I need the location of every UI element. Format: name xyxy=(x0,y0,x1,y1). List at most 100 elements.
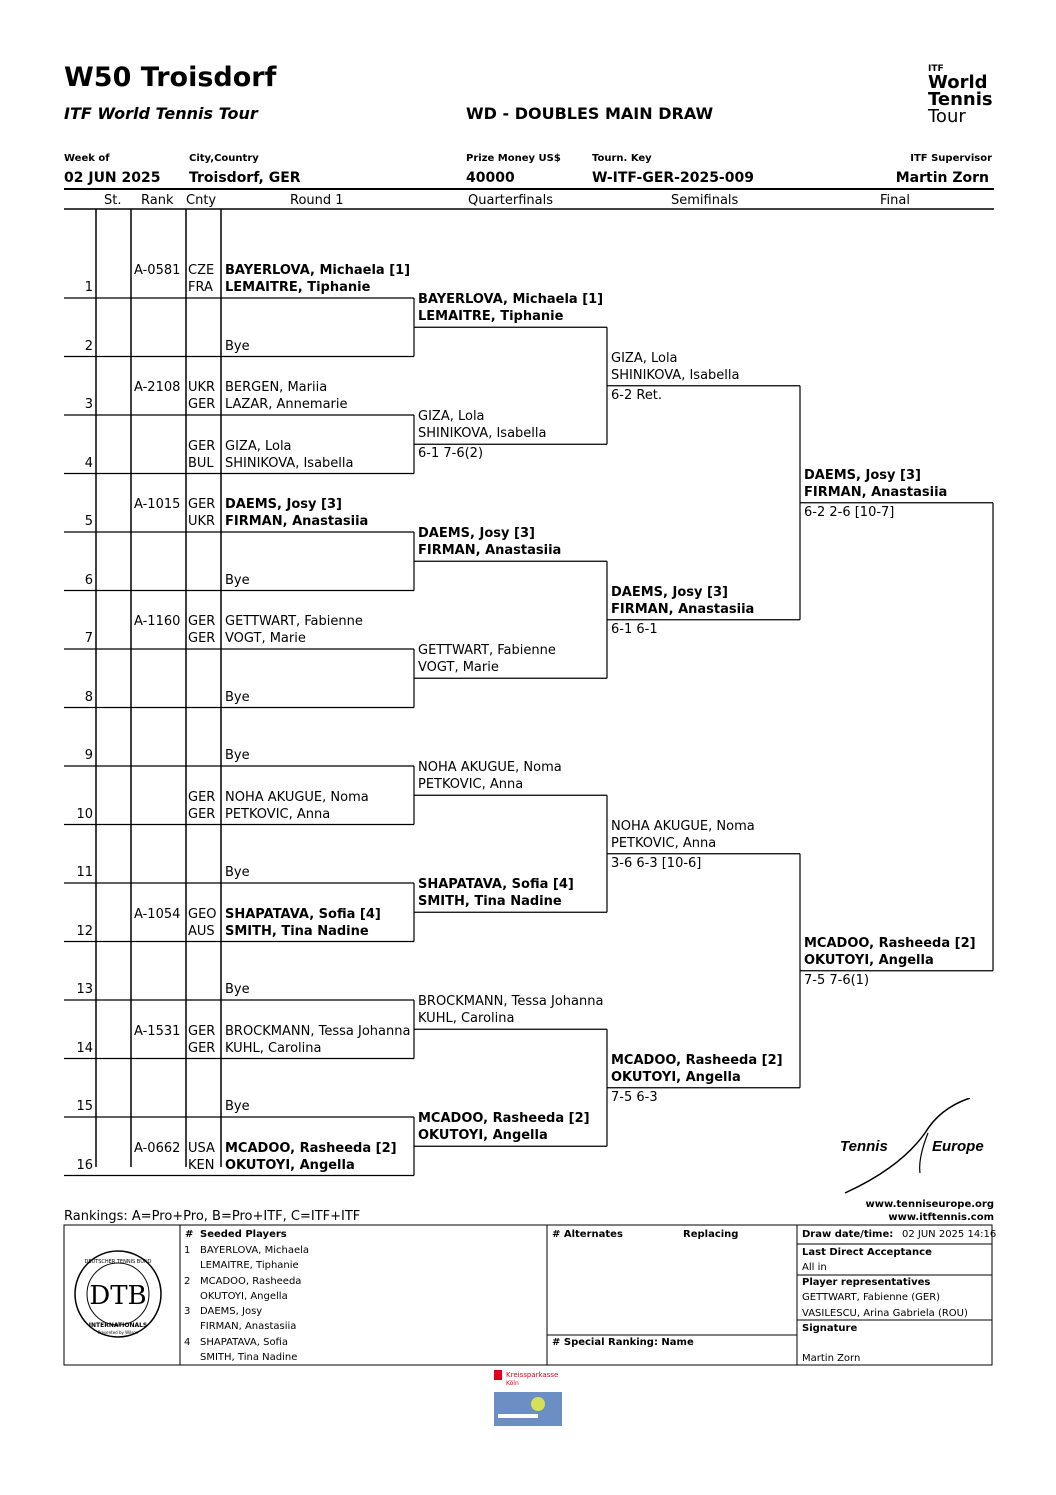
round1-player-2: OKUTOYI, Angella xyxy=(225,1157,355,1173)
round1-slot-number: 7 xyxy=(84,631,93,646)
qf-player-2: LEMAITRE, Tiphanie xyxy=(418,309,564,325)
sponsor-logo: Kreissparkasse Köln xyxy=(494,1370,562,1426)
lda-label: Last Direct Acceptance xyxy=(802,1247,932,1258)
round1-country-1: GER xyxy=(188,789,216,805)
round1-player-2: Bye xyxy=(225,572,250,588)
qf-player-1: BAYERLOVA, Michaela [1] xyxy=(418,292,604,308)
seeded-number: 3 xyxy=(184,1306,191,1317)
round1-slot-number: 14 xyxy=(76,1040,93,1056)
qf-player-1: GETTWART, Fabienne xyxy=(418,643,556,659)
sf-player-1: DAEMS, Josy [3] xyxy=(611,584,728,600)
round1-player-1: BAYERLOVA, Michaela [1] xyxy=(225,263,411,278)
dtb-logo-text: DTB xyxy=(89,1281,146,1311)
final-player-1: DAEMS, Josy [3] xyxy=(804,467,921,483)
tourn-key-value: W-ITF-GER-2025-009 xyxy=(592,170,754,186)
round1-rank: A-1054 xyxy=(134,906,181,922)
tennis-europe-logo-text-1: Tennis xyxy=(840,1138,888,1155)
qf-player-2: VOGT, Marie xyxy=(418,660,499,676)
alternates-hdr: # Alternates xyxy=(552,1229,623,1240)
rep-1: GETTWART, Fabienne (GER) xyxy=(802,1292,941,1303)
round1-slot-number: 6 xyxy=(84,572,93,588)
round1-player-1: BROCKMANN, Tessa Johanna xyxy=(225,1023,411,1039)
col-cnty: Cnty xyxy=(186,193,217,208)
round1-country-2: GER xyxy=(188,1040,216,1056)
round1-country-2: GER xyxy=(188,806,216,822)
dtb-logo-ring-top: DEUTSCHER TENNIS BUND xyxy=(85,1259,152,1265)
draw-name: WD - DOUBLES MAIN DRAW xyxy=(466,104,714,123)
city-label: City,Country xyxy=(189,153,259,164)
replacing-hdr: Replacing xyxy=(683,1229,739,1240)
col-quarterfinals: Quarterfinals xyxy=(468,193,554,208)
round1-slot-number: 11 xyxy=(76,865,93,880)
qf-player-1: BROCKMANN, Tessa Johanna xyxy=(418,994,604,1010)
round1-player-2: Bye xyxy=(225,748,250,763)
round1-rank: A-0581 xyxy=(134,263,181,278)
round1-rank: A-1531 xyxy=(134,1023,181,1039)
sf-score: 7-5 6-3 xyxy=(611,1089,658,1105)
sponsor-logo-text-2: Köln xyxy=(506,1380,519,1387)
seeded-player-2: OKUTOYI, Angella xyxy=(200,1290,288,1302)
sf-player-1: NOHA AKUGUE, Noma xyxy=(611,818,755,834)
seeded-player-1: DAEMS, Josy xyxy=(200,1306,263,1317)
week-value: 02 JUN 2025 xyxy=(64,170,161,186)
tourn-key-label: Tourn. Key xyxy=(592,153,652,164)
col-st: St. xyxy=(104,193,122,208)
round1-country-1: UKR xyxy=(188,380,216,395)
round1-player-2: VOGT, Marie xyxy=(225,631,306,646)
round1-player-2: FIRMAN, Anastasiia xyxy=(225,514,369,529)
rankings-note: Rankings: A=Pro+Pro, B=Pro+ITF, C=ITF+IT… xyxy=(64,1209,361,1224)
round1-player-1: MCADOO, Rasheeda [2] xyxy=(225,1140,397,1156)
round1-country-1: USA xyxy=(188,1140,215,1156)
round1-player-2: KUHL, Carolina xyxy=(225,1040,322,1056)
special-ranking-hdr: # Special Ranking: Name xyxy=(552,1337,694,1348)
final-score: 6-2 2-6 [10-7] xyxy=(804,504,895,520)
round1-player-1: GIZA, Lola xyxy=(225,438,292,454)
final-player-2: OKUTOYI, Angella xyxy=(804,952,934,968)
qf-player-1: NOHA AKUGUE, Noma xyxy=(418,760,562,776)
round1-slot-number: 16 xyxy=(76,1157,93,1173)
round1-country-2: GER xyxy=(188,631,216,646)
sf-player-2: SHINIKOVA, Isabella xyxy=(611,367,740,383)
round1-player-1: SHAPATAVA, Sofia [4] xyxy=(225,906,381,922)
dtb-logo-presented: Presented by Wilson xyxy=(98,1330,139,1335)
signature-value: Martin Zorn xyxy=(802,1353,861,1364)
round1-slot-number: 1 xyxy=(84,280,93,295)
seeded-player-1: BAYERLOVA, Michaela xyxy=(200,1245,310,1256)
qf-player-2: OKUTOYI, Angella xyxy=(418,1128,548,1144)
round1-slot-number: 8 xyxy=(84,689,93,705)
prize-value: 40000 xyxy=(466,170,515,186)
final-score: 7-5 7-6(1) xyxy=(804,972,870,988)
sf-player-2: PETKOVIC, Anna xyxy=(611,835,717,851)
round1-slot-number: 9 xyxy=(84,748,93,763)
round1-country-1: CZE xyxy=(188,263,215,278)
url-itftennis[interactable]: www.itftennis.com xyxy=(888,1212,994,1223)
round1-country-1: GER xyxy=(188,438,216,454)
seeded-player-2: SMITH, Tina Nadine xyxy=(200,1351,298,1363)
round1-country-2: UKR xyxy=(188,514,216,529)
round1-country-1: GER xyxy=(188,614,216,629)
round1-country-2: AUS xyxy=(188,923,215,939)
seeded-player-2: LEMAITRE, Tiphanie xyxy=(200,1260,299,1271)
round1-player-2: Bye xyxy=(225,338,250,354)
round1-country-1: GER xyxy=(188,1023,216,1039)
round1-player-2: SMITH, Tina Nadine xyxy=(225,923,369,939)
sf-score: 3-6 6-3 [10-6] xyxy=(611,855,702,871)
round1-rank: A-1160 xyxy=(134,614,181,629)
rep-2: VASILESCU, Arina Gabriela (ROU) xyxy=(802,1308,968,1319)
itf-world-tennis-tour-logo: ITF World Tennis Tour xyxy=(928,64,993,127)
sf-player-2: OKUTOYI, Angella xyxy=(611,1069,741,1085)
round1-player-2: LEMAITRE, Tiphanie xyxy=(225,280,371,295)
tennis-europe-logo-text-2: Europe xyxy=(932,1138,984,1155)
lda-value: All in xyxy=(802,1262,827,1273)
tennis-europe-logo: Tennis Europe xyxy=(840,1098,984,1194)
sf-score: 6-2 Ret. xyxy=(611,387,663,403)
seeded-number: 4 xyxy=(184,1336,191,1348)
round1-slot-number: 13 xyxy=(76,982,93,997)
prize-label: Prize Money US$ xyxy=(466,153,561,164)
round1-player-2: SHINIKOVA, Isabella xyxy=(225,455,354,471)
url-tenniseurope[interactable]: www.tenniseurope.org xyxy=(865,1199,994,1210)
qf-player-1: MCADOO, Rasheeda [2] xyxy=(418,1111,590,1127)
round1-country-2: FRA xyxy=(188,280,213,295)
round1-player-2: Bye xyxy=(225,1099,250,1114)
sf-score: 6-1 6-1 xyxy=(611,621,658,637)
